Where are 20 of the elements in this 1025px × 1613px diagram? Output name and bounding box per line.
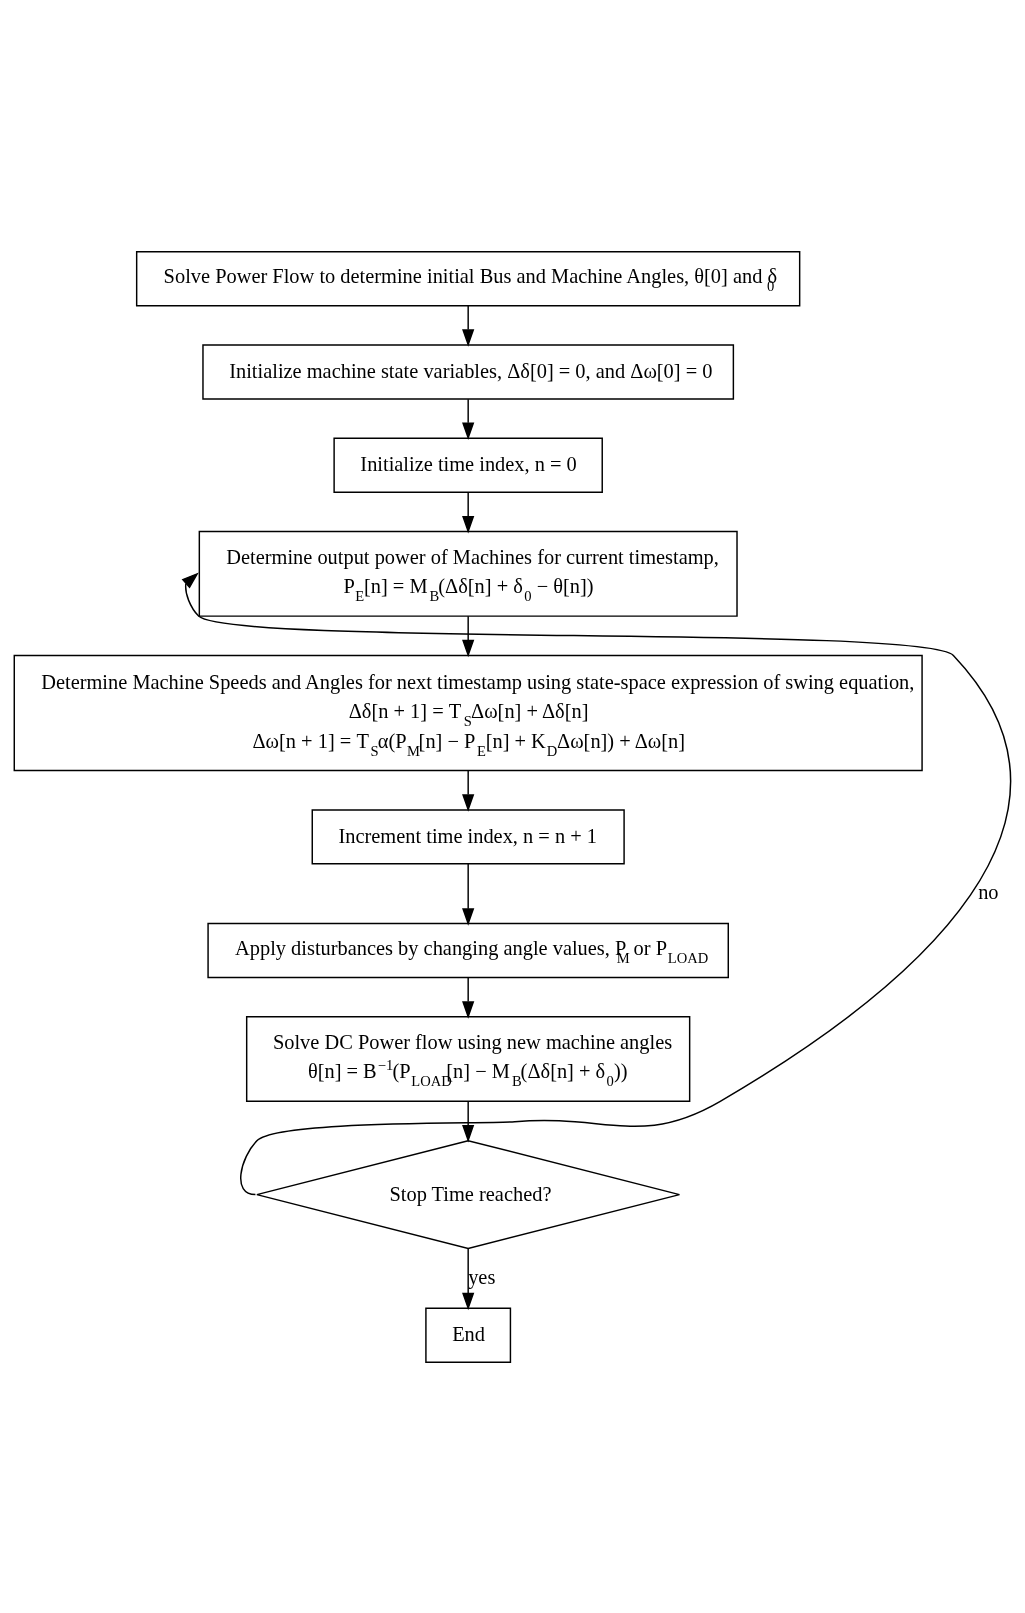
- node-box: Initialize machine state variables, Δδ[0] = 0, and Δω[0] = 0: [202, 343, 735, 400]
- node-box: Apply disturbances by changing angle values, P$_{M}$ or P$_{LOAD}$: [207, 922, 729, 978]
- arrow: [181, 571, 1012, 1195]
- node-box: End: [425, 1307, 512, 1363]
- node-box: Solve DC Power flow using new machine angles θ[n] = B$^{−1}$(P$_{LOAD}$[n] − M$_{B}$(Δδ[n] + δ$_{0}$)): [245, 1015, 691, 1102]
- arrow: [462, 1100, 475, 1142]
- node-box: Determine Machine Speeds and Angles for next timestamp using state-space expression of swing equation, Δδ[n + 1] = T$_{S}$Δω[n] + Δδ[n] Δω[n + 1] = T$_{S}$α(P$_{M}$[n] − P$_{E}$[n] + K$_{D}$Δω[n]) + Δω[n]: [13, 654, 923, 771]
- node-box: Determine output power of Machines for current timestamp, P$_{E}$[n] = M$_{B}$(Δδ[n] + δ$_{0}$ − θ[n]): [198, 530, 738, 617]
- node-diamond: Stop Time reached?: [256, 1139, 681, 1249]
- arrow: [462, 614, 475, 657]
- arrow: [462, 397, 475, 440]
- arrow: [462, 304, 475, 347]
- edge-label: no: [978, 880, 999, 903]
- arrow: [462, 1247, 475, 1310]
- node-box: Increment time index, n = n + 1: [311, 808, 625, 865]
- arrow: [462, 976, 475, 1019]
- arrow: [462, 862, 475, 926]
- node-box: Initialize time index, n = 0: [333, 437, 603, 493]
- arrow: [462, 769, 475, 812]
- arrow: [462, 491, 475, 534]
